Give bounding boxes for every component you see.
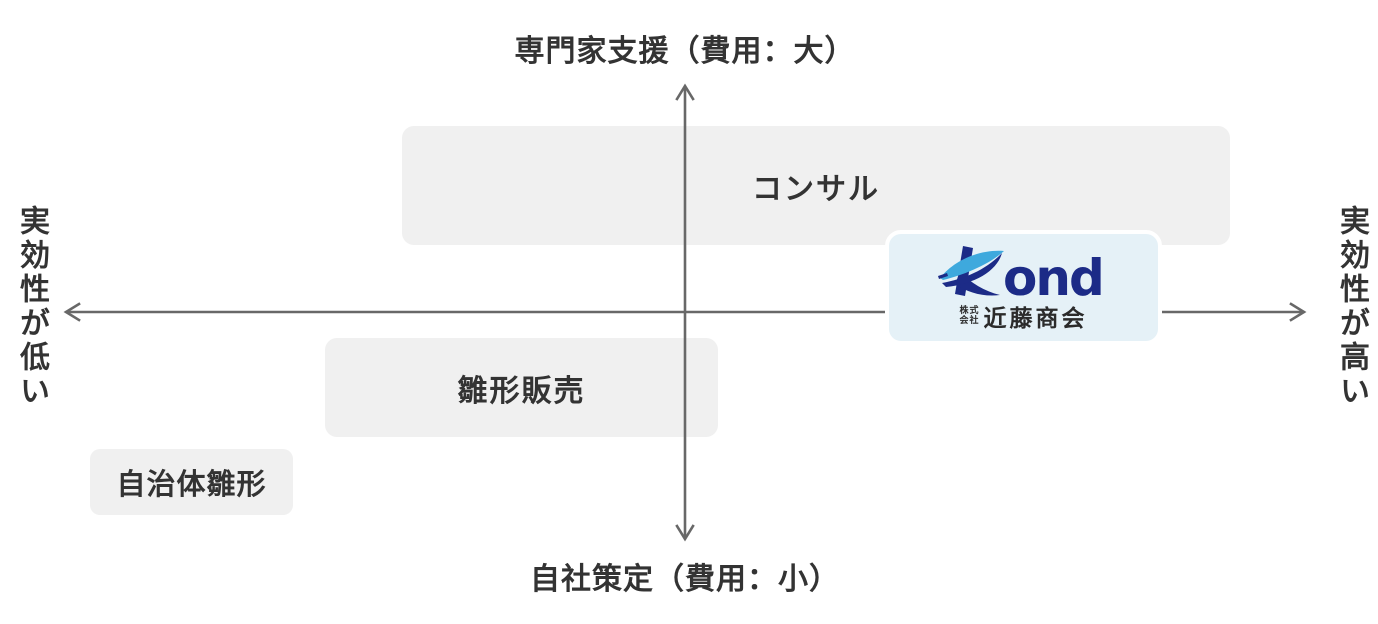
kabushiki-gaisha-prefix: 株式 会社 — [959, 306, 979, 327]
feather-tip-dash — [937, 273, 948, 279]
kondo-shokai-logo-card: ond 株式 会社 近藤商会 — [885, 230, 1162, 345]
option-label-consulting: コンサル — [752, 171, 880, 207]
option-box-consulting: コンサル — [402, 126, 1230, 245]
option-label-template-sales: 雛形販売 — [457, 373, 586, 409]
company-name-line: 株式 会社 近藤商会 — [959, 299, 1087, 333]
feather-lower-blade — [941, 253, 1002, 287]
option-box-municipal-template: 自治体雛形 — [90, 449, 293, 515]
kk-prefix-line1: 株式 — [959, 305, 980, 316]
kond-brand-text: ond — [1003, 249, 1103, 300]
company-name: 近藤商会 — [983, 306, 1088, 332]
kond-brand-logo: ond — [937, 246, 1104, 300]
option-label-municipal-template: 自治体雛形 — [116, 467, 267, 501]
feather-upper-blade — [939, 250, 1004, 280]
axis-label-right: 実効性が高い — [1334, 205, 1369, 409]
option-box-template-sales: 雛形販売 — [325, 338, 718, 437]
axis-label-left: 実効性が低い — [14, 205, 49, 409]
kk-prefix-line2: 会社 — [959, 316, 980, 326]
axis-label-top: 専門家支援（費用：大） — [514, 34, 856, 69]
axis-label-bottom: 自社策定（費用：小） — [530, 562, 840, 597]
